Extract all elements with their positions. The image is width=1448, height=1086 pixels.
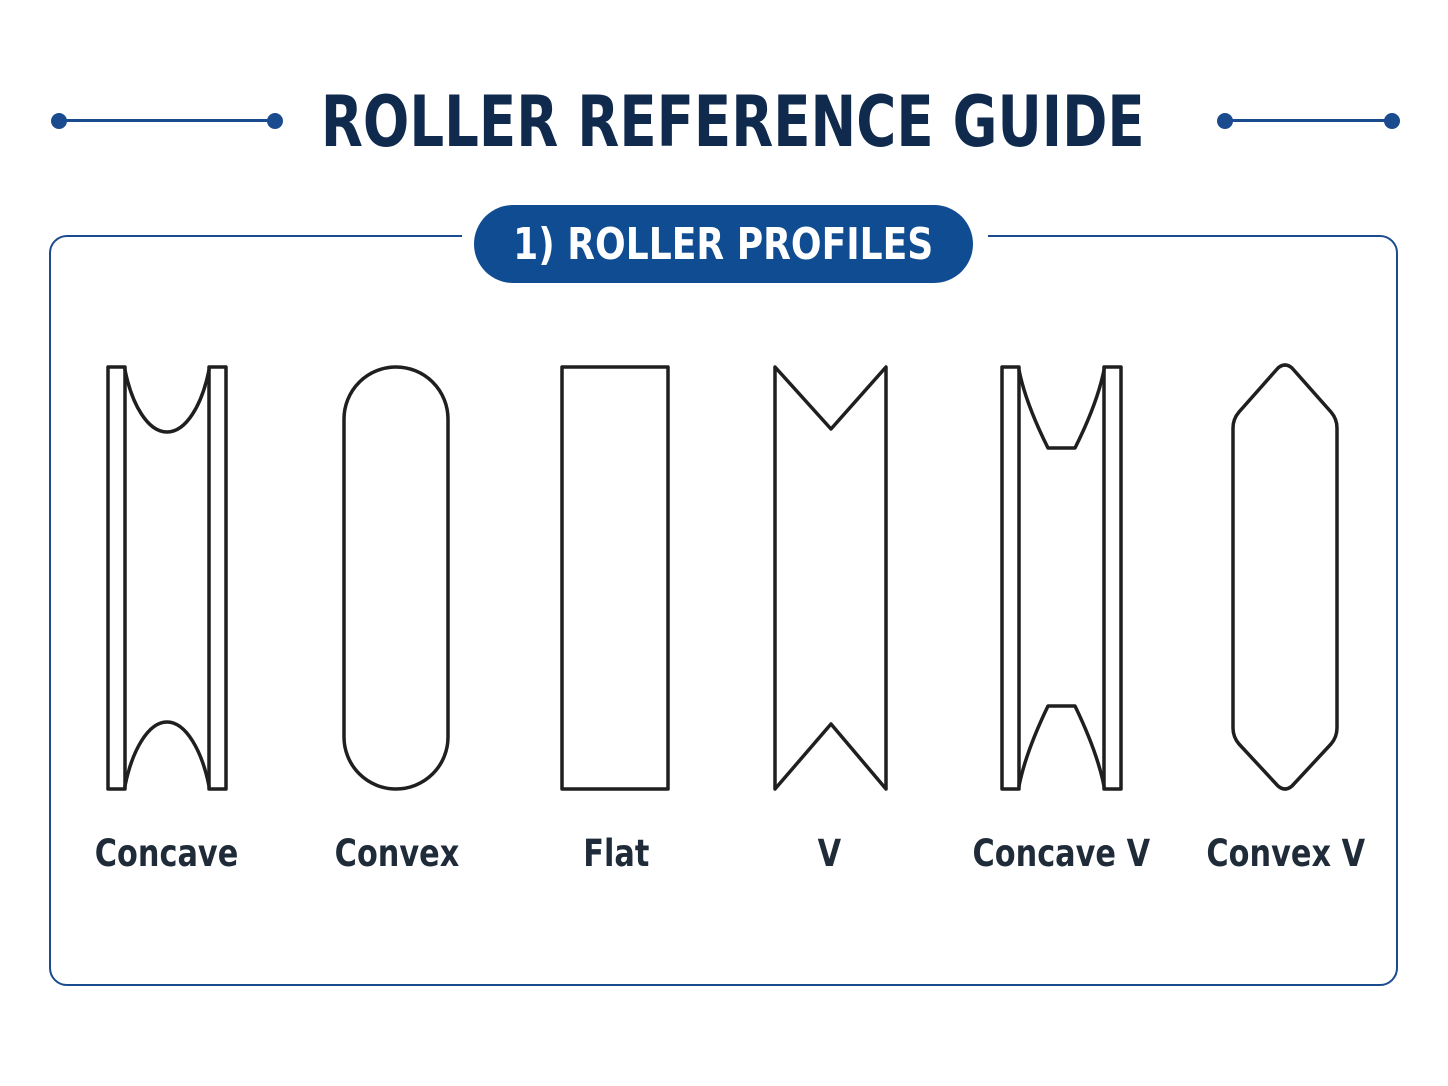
title-decoration-left-outer-dot (51, 113, 67, 129)
concave-profile-shape (106, 365, 228, 791)
profile-label-convex-v: Convex V (1176, 830, 1396, 878)
title-decoration-left-inner-dot (267, 113, 283, 129)
title-decoration-right-inner-dot (1217, 113, 1233, 129)
profile-label-v-text: V (817, 832, 841, 875)
profile-label-concave-v: Concave V (951, 830, 1171, 878)
concave-v-profile-shape (1000, 365, 1123, 791)
title-decoration-right-line (1225, 119, 1392, 122)
convex-profile-shape (342, 365, 450, 791)
profile-label-v: V (719, 830, 939, 878)
v-profile-shape (773, 365, 888, 791)
profile-label-concave-v-text: Concave V (972, 832, 1150, 875)
page-title: ROLLER REFERENCE GUIDE (320, 81, 1145, 163)
convex-v-profile-shape (1231, 363, 1339, 791)
title-decoration-right-outer-dot (1384, 113, 1400, 129)
title-decoration-left-line (59, 119, 275, 122)
section-heading-label: 1) ROLLER PROFILES (513, 218, 934, 270)
profile-label-flat-text: Flat (582, 832, 650, 875)
flat-profile-shape (560, 365, 670, 791)
profile-label-concave: Concave (57, 830, 277, 878)
profile-label-flat: Flat (506, 830, 726, 878)
profile-label-convex: Convex (287, 830, 507, 878)
profile-label-convex-v-text: Convex V (1206, 832, 1366, 875)
section-heading-badge: 1) ROLLER PROFILES (474, 205, 973, 283)
profile-label-concave-text: Concave (95, 832, 239, 875)
profile-label-convex-text: Convex (334, 832, 460, 875)
